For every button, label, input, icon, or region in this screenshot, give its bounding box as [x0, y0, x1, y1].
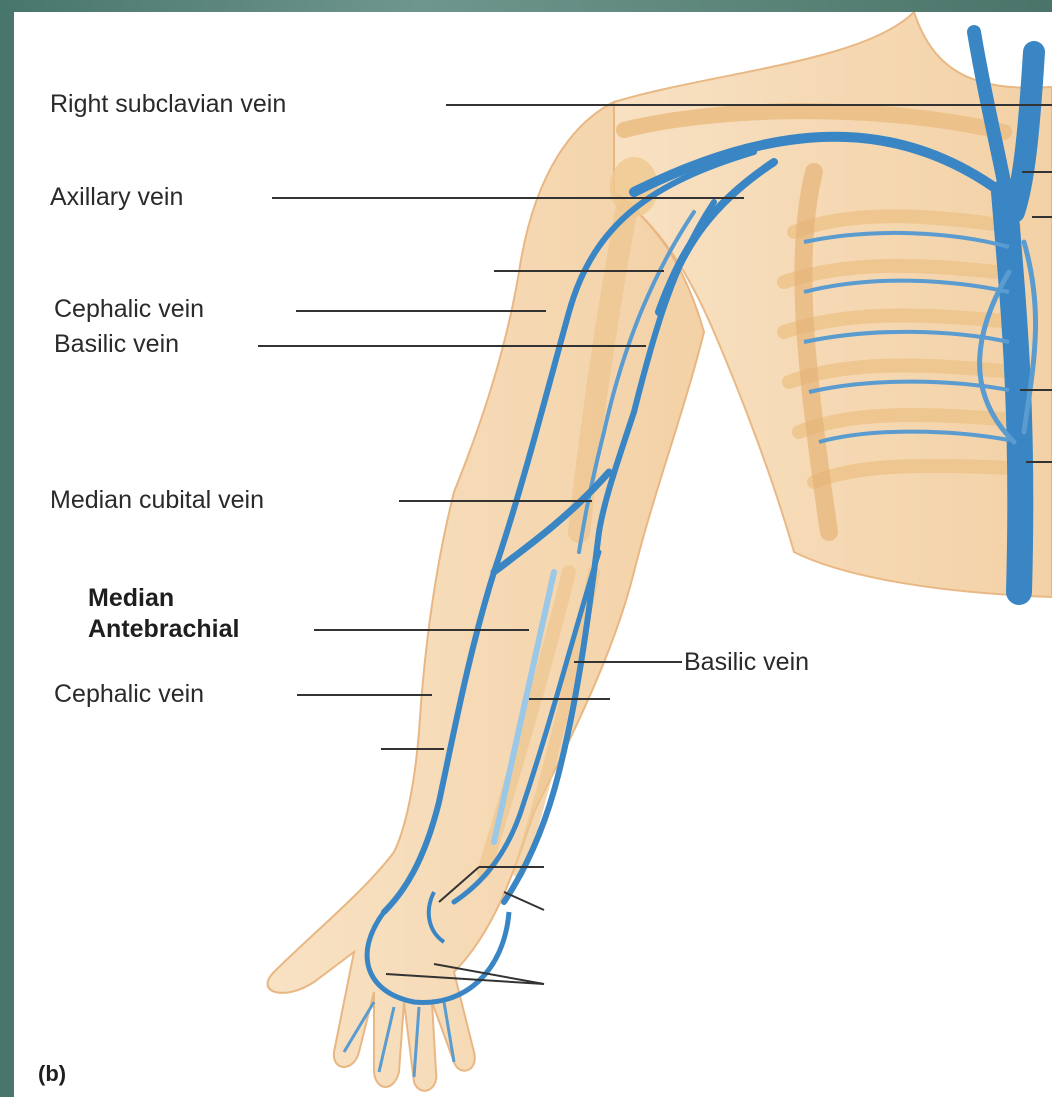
label-median-line1: Median — [88, 584, 174, 612]
label-cephalic-vein-upper: Cephalic vein — [54, 295, 204, 323]
label-basilic-vein-upper: Basilic vein — [54, 330, 179, 358]
panel-tag: (b) — [38, 1060, 66, 1088]
label-right-subclavian-vein: Right subclavian vein — [50, 90, 286, 118]
label-median-cubital-vein: Median cubital vein — [50, 486, 264, 514]
arm-vein-illustration — [14, 12, 1052, 1097]
diagram-panel: Right subclavian vein Axillary vein Ceph… — [14, 12, 1052, 1097]
label-axillary-vein: Axillary vein — [50, 183, 183, 211]
label-cephalic-vein-lower: Cephalic vein — [54, 680, 204, 708]
label-median-antebrachial: Antebrachial — [88, 615, 239, 643]
label-basilic-vein-lower: Basilic vein — [684, 648, 809, 676]
